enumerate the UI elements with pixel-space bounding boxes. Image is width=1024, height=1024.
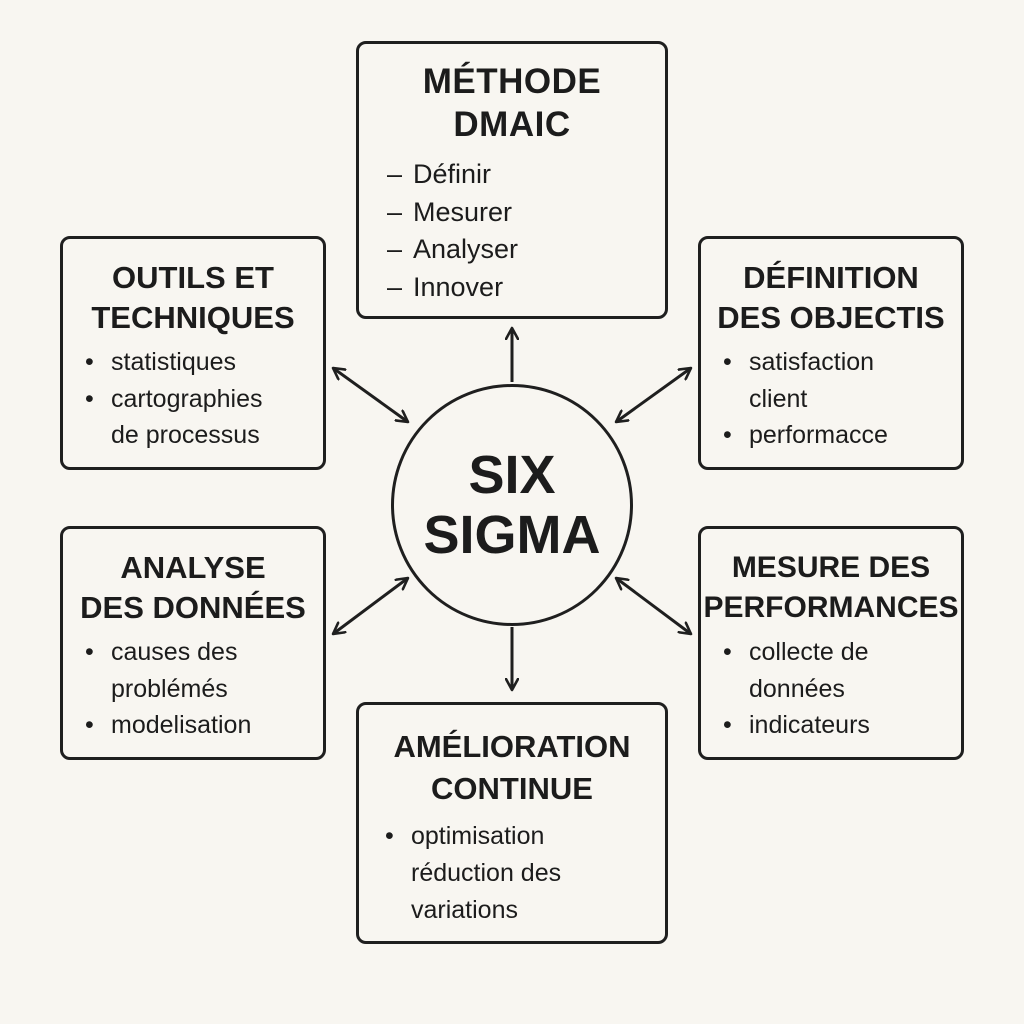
- list-item: • satisfaction client: [723, 344, 961, 417]
- bullet-marker: •: [723, 348, 732, 376]
- item-text: données: [749, 674, 845, 703]
- list-item: • statistiques: [85, 344, 323, 381]
- item-text: Analyser: [413, 234, 519, 264]
- title-line: TECHNIQUES: [91, 300, 295, 335]
- box-title: MESURE DES PERFORMANCES: [701, 548, 961, 628]
- center-circle-six-sigma: SIX SIGMA: [391, 384, 633, 626]
- item-text: collecte de: [749, 638, 869, 666]
- item-list: • statistiques • cartographies de processus: [85, 344, 323, 454]
- item-text: Mesurer: [413, 196, 513, 227]
- item-text: satisfaction: [749, 348, 875, 376]
- title-line: AMÉLIORATION: [393, 729, 631, 764]
- arrow-to-mesure-performances: [616, 578, 691, 634]
- item-list: • collecte de données • indicateurs: [723, 634, 961, 744]
- item-text: de processus: [111, 421, 260, 449]
- title-line: DES OBJECTIS: [717, 300, 945, 335]
- item-text: client: [749, 384, 808, 413]
- arrow-to-analyse-donnees: [333, 578, 408, 634]
- bullet-marker: •: [85, 348, 94, 376]
- box-title: ANALYSE DES DONNÉES: [63, 548, 323, 628]
- box-analyse-donnees: ANALYSE DES DONNÉES • causes des problémés…: [60, 526, 326, 760]
- item-list: • optimisation réduction des variations: [385, 818, 665, 929]
- item-text: modelisation: [111, 711, 252, 739]
- title-line: DÉFINITION: [743, 260, 919, 295]
- box-definition-objectifs: DÉFINITION DES OBJECTIS • satisfaction cli…: [698, 236, 964, 470]
- title-line: DES DONNÉES: [80, 590, 306, 625]
- list-item: –Mesurer: [387, 194, 665, 232]
- item-text: Innover: [413, 271, 504, 302]
- list-item: –Analyser: [387, 231, 665, 269]
- item-text: problémés: [111, 674, 228, 703]
- arrow-to-definition-objectifs: [616, 368, 691, 422]
- item-text: réduction des: [411, 859, 562, 887]
- dash-marker: –: [387, 271, 403, 302]
- title-line: DMAIC: [453, 105, 571, 144]
- item-text: performacce: [749, 421, 888, 449]
- center-title-line: SIX: [468, 445, 556, 505]
- list-item: –Définir: [387, 156, 665, 194]
- item-text: optimisation: [411, 822, 545, 850]
- title-line: MESURE DES: [731, 551, 931, 584]
- item-list: –Définir –Mesurer –Analyser –Innover: [387, 156, 665, 306]
- box-amelioration-continue: AMÉLIORATION CONTINUE • optimisation réduc…: [356, 702, 668, 944]
- box-methode-dmaic: MÉTHODE DMAIC –Définir –Mesurer –Analyse…: [356, 41, 668, 319]
- item-text: indicateurs: [749, 711, 870, 739]
- bullet-marker: •: [85, 711, 94, 739]
- bullet-marker: •: [723, 421, 732, 449]
- title-line: OUTILS ET: [112, 260, 274, 295]
- box-mesure-performances: MESURE DES PERFORMANCES • collecte de donn…: [698, 526, 964, 760]
- list-item: • optimisation réduction des variations: [385, 818, 665, 929]
- title-line: CONTINUE: [431, 771, 593, 806]
- box-title: AMÉLIORATION CONTINUE: [359, 726, 665, 810]
- bullet-marker: •: [723, 638, 732, 666]
- title-line: MÉTHODE: [422, 62, 602, 101]
- bullet-marker: •: [85, 638, 94, 666]
- box-title: MÉTHODE DMAIC: [359, 60, 665, 146]
- list-item: –Innover: [387, 269, 665, 307]
- center-title: SIX SIGMA: [423, 445, 600, 565]
- list-item: • causes des problémés: [85, 634, 323, 707]
- title-line: ANALYSE: [120, 550, 266, 585]
- dash-marker: –: [387, 196, 403, 227]
- list-item: • collecte de données: [723, 634, 961, 707]
- box-title: OUTILS ET TECHNIQUES: [63, 258, 323, 338]
- dash-marker: –: [387, 159, 403, 189]
- center-title-line: SIGMA: [423, 505, 601, 565]
- list-item: • modelisation: [85, 707, 323, 744]
- list-item: • indicateurs: [723, 707, 961, 744]
- item-text: cartographies: [111, 384, 263, 413]
- title-line: PERFORMANCES: [703, 591, 959, 624]
- box-outils-techniques: OUTILS ET TECHNIQUES • statistiques • cart…: [60, 236, 326, 470]
- arrow-to-outils-techniques: [333, 368, 408, 422]
- list-item: • cartographies de processus: [85, 381, 323, 454]
- item-text: statistiques: [111, 348, 237, 376]
- item-list: • satisfaction client • performacce: [723, 344, 961, 454]
- list-item: • performacce: [723, 417, 961, 454]
- box-title: DÉFINITION DES OBJECTIS: [701, 258, 961, 338]
- item-text: Définir: [413, 159, 492, 189]
- item-text: variations: [411, 896, 518, 924]
- bullet-marker: •: [385, 822, 394, 850]
- bullet-marker: •: [85, 384, 94, 413]
- dash-marker: –: [387, 234, 403, 264]
- bullet-marker: •: [723, 711, 732, 739]
- item-text: causes des: [111, 638, 238, 666]
- item-list: • causes des problémés • modelisation: [85, 634, 323, 744]
